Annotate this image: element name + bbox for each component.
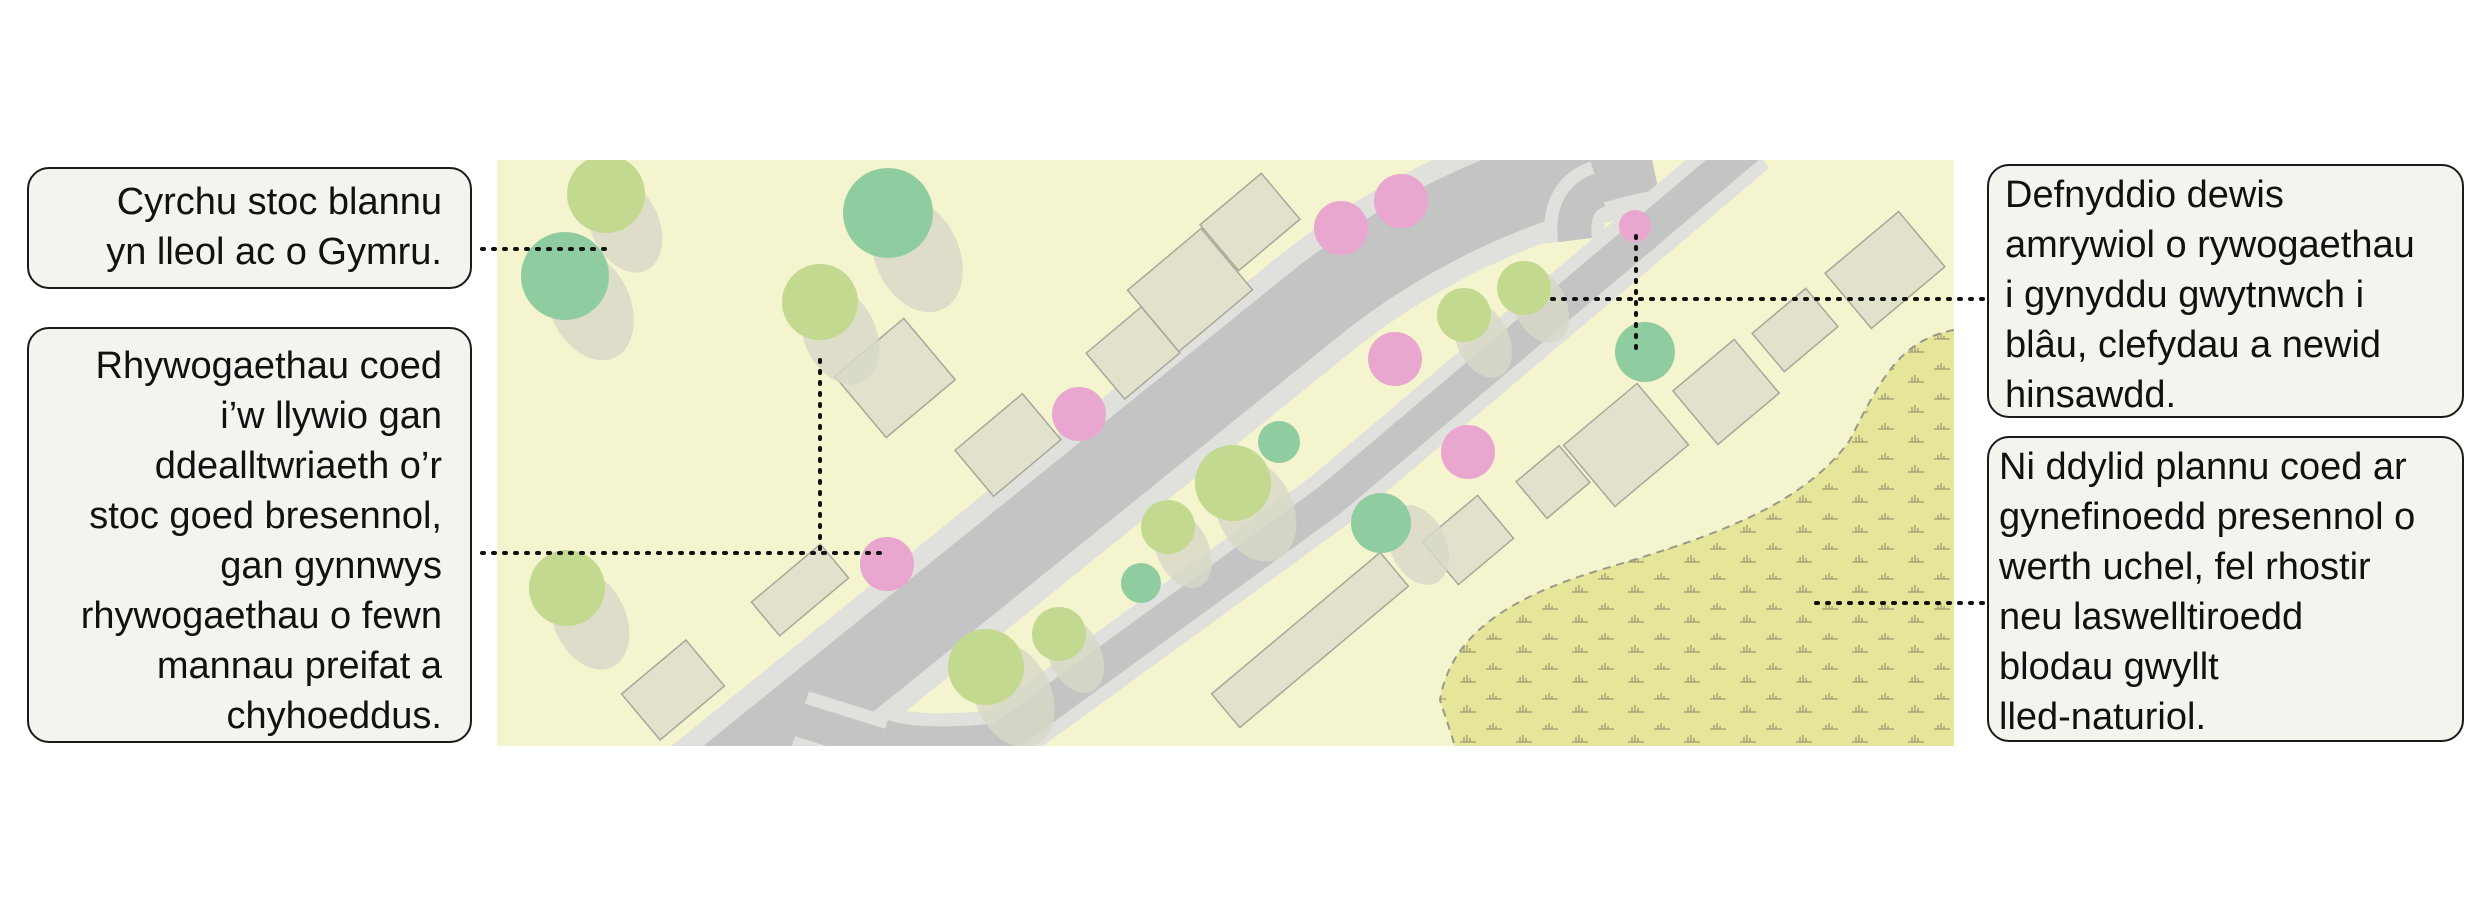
callout-text-line: werth uchel, fel rhostir [1999,546,2371,588]
map-area [497,160,1954,746]
callout-text-line: Cyrchu stoc blannu [116,181,442,223]
tree-light-green [1497,261,1551,315]
callout-local-stock: Cyrchu stoc blannu yn lleol ac o Gymru. [27,167,472,289]
tree-pink [1314,201,1368,255]
building [1126,227,1254,353]
building [1210,551,1410,729]
callout-text-line: gan gynnwys [220,545,442,587]
tree-dark-green [1258,421,1300,463]
callout-species-guidance: Rhywogaethau coed i’w llywio gan ddeallt… [27,327,472,743]
leader-lines [480,234,1985,605]
tree-dark-green [1351,493,1411,553]
callout-text-line: hinsawdd. [2005,374,2177,416]
callout-text-line: chyhoeddus. [226,695,443,737]
tree-pink [860,537,914,591]
tree-dark-green [1121,563,1161,603]
callout-text-line: blâu, clefydau a newid [2005,324,2382,366]
tree-dark-green [521,232,609,320]
leader-line-species-guidance [480,358,884,555]
building [1671,338,1781,446]
tree-light-green [1141,500,1195,554]
meadow-texture [1440,330,1954,746]
leader-line-diverse-species [1546,234,1985,356]
callout-text-line: i’w llywio gan [220,395,442,437]
callout-text-line: Defnyddio dewis [2005,174,2284,216]
building [750,543,850,637]
callout-avoid-habitats: Ni ddylid plannu coed ar gynefinoedd pre… [1987,436,2464,742]
tree-light-green [529,550,605,626]
tree-dark-green [843,168,933,258]
callout-text-line: mannau preifat a [156,645,442,687]
building [1515,444,1591,520]
tree-light-green [948,629,1024,705]
building [1751,287,1839,373]
callout-text-line: amrywiol o rywogaethau [2005,224,2415,266]
callout-text-line: neu laswelltiroedd [1999,596,2304,638]
buildings [620,172,1946,742]
tree-pink [1441,425,1495,479]
callout-text-line: stoc goed bresennol, [89,495,442,537]
link-road-left [794,703,886,746]
tree-light-green [1032,607,1086,661]
tree-pink [1052,387,1106,441]
callout-diverse-species: Defnyddio dewis amrywiol o rywogaethau i… [1987,164,2464,418]
tree-dark-green [1615,322,1675,382]
tree-light-green [1195,445,1271,521]
tree-light-green [782,264,858,340]
callout-text-line: ddealltwriaeth o’r [154,445,442,487]
link-road-right [1557,173,1607,243]
building [953,392,1063,498]
callout-text-line: Rhywogaethau coed [95,345,442,387]
callout-text-line: i gynyddu gwytnwch i [2005,274,2365,316]
building [1199,172,1301,272]
building [1562,382,1690,508]
callout-text-line: Ni ddylid plannu coed ar [1999,446,2407,488]
roads [671,160,1770,746]
building [1824,210,1946,330]
tree-light-green [567,160,645,233]
callout-text-line: rhywogaethau o fewn [80,595,442,637]
meadow-edge [1438,329,1954,746]
tree-light-green [1437,288,1491,342]
callout-text-line: blodau gwyllt [1999,646,2219,688]
building [620,638,726,742]
callout-text-line: yn lleol ac o Gymru. [106,231,442,273]
callout-text-line: gynefinoedd presennol o [1999,496,2416,538]
trees [521,160,1675,705]
tree-pink [1619,210,1651,242]
callout-text-line: lled-naturiol. [1999,696,2206,738]
tree-pink [1368,332,1422,386]
main-road [703,160,1659,746]
tree-pink [1374,174,1428,228]
